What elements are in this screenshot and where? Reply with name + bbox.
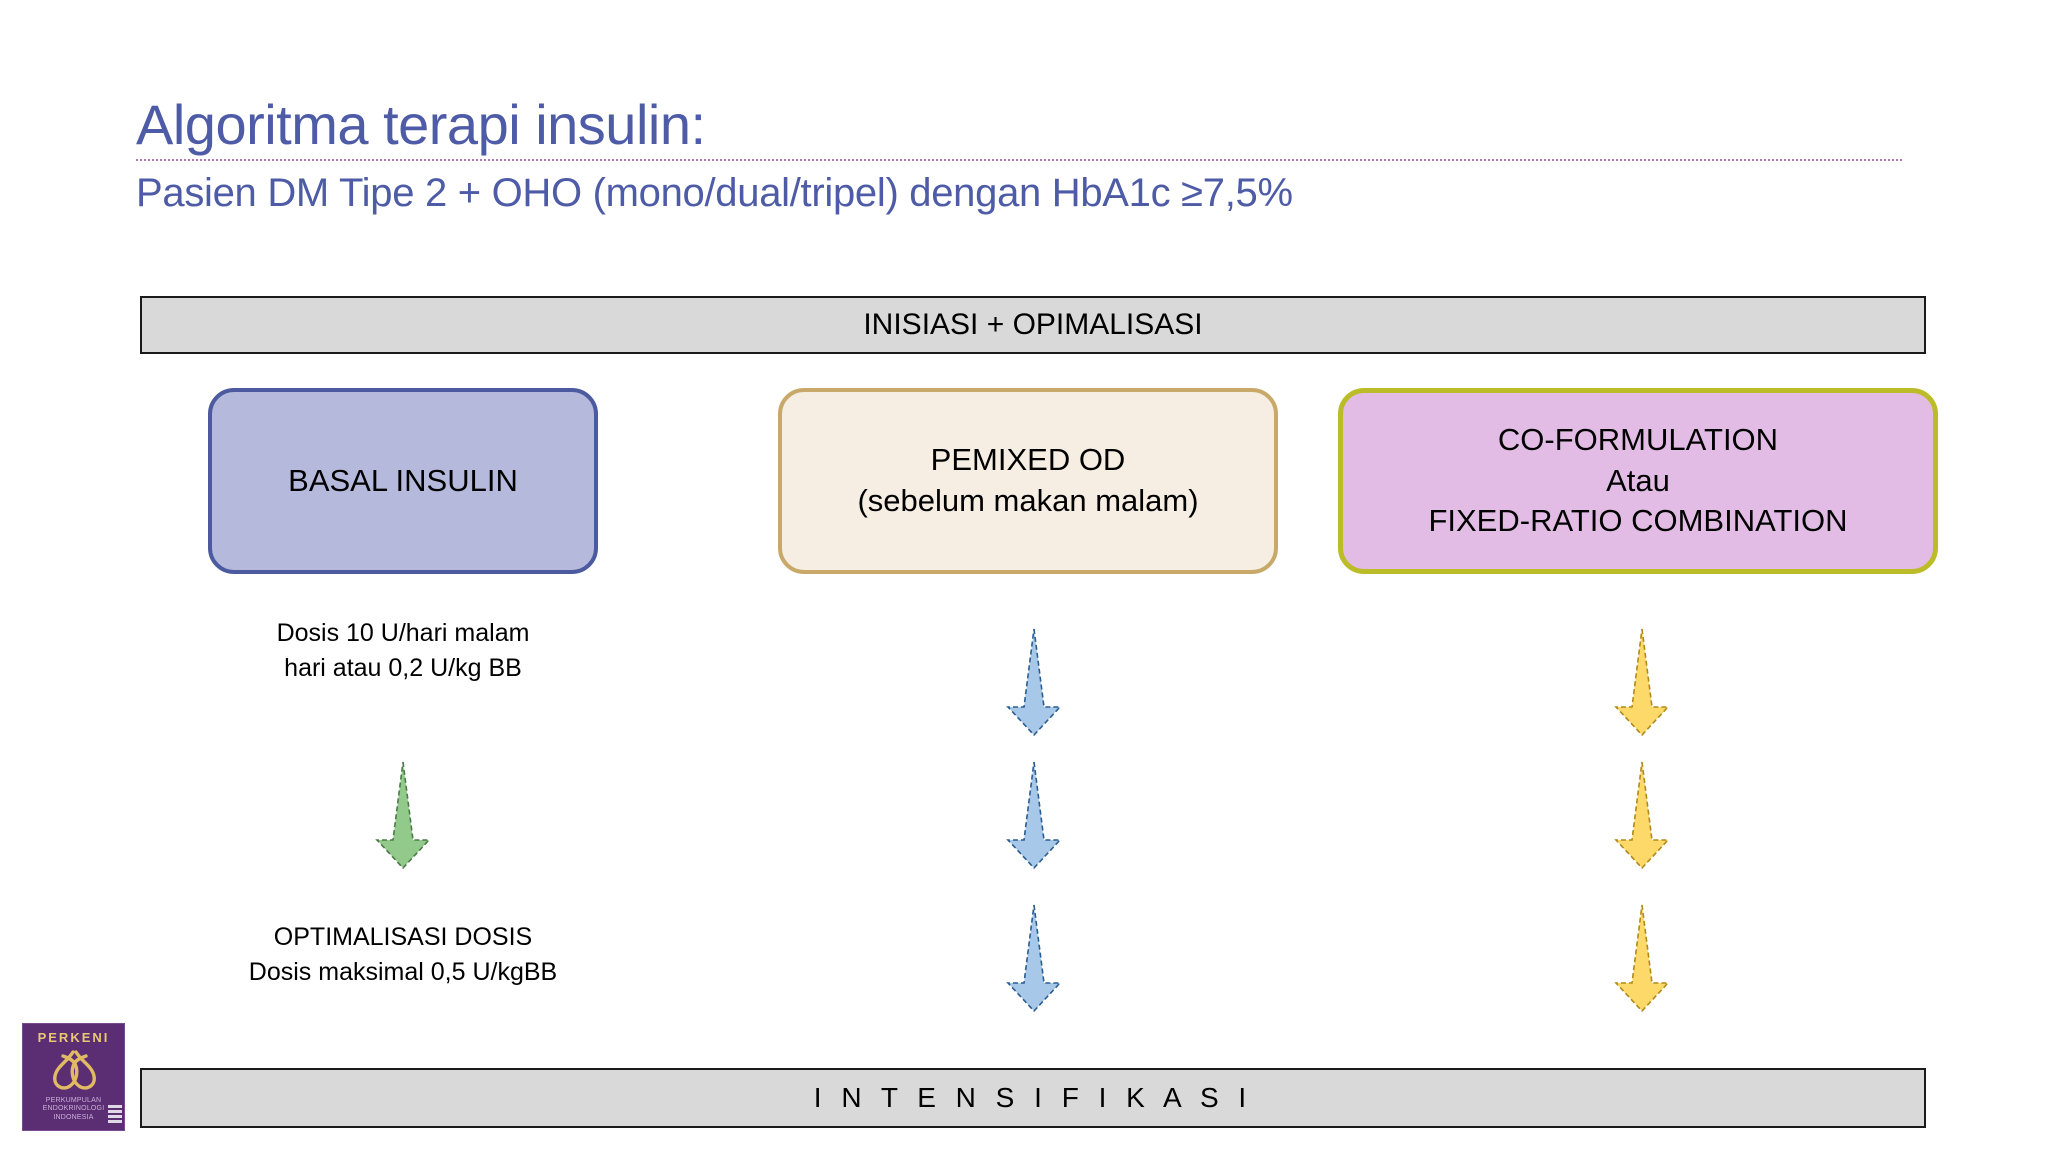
- arrow-down-coformulation-3: [1608, 903, 1676, 1013]
- option-coformulation-line-3: FIXED-RATIO COMBINATION: [1428, 503, 1848, 539]
- caption-dose-line-1: Dosis 10 U/hari malam: [276, 619, 530, 647]
- arrow-down-basal-1: [369, 760, 437, 870]
- arrow-down-coformulation-2: [1608, 760, 1676, 870]
- page-subtitle: Pasien DM Tipe 2 + OHO (mono/dual/tripel…: [136, 170, 1293, 215]
- arrow-down-premixed-2: [1000, 760, 1068, 870]
- arrow-down-premixed-3: [1000, 903, 1068, 1013]
- caption-starting-dose: Dosis 10 U/hari malam hari atau 0,2 U/kg…: [208, 616, 598, 686]
- banner-top-label: INISIASI + OPIMALISASI: [863, 308, 1203, 341]
- perkeni-subtext-line-1: PERKUMPULAN: [45, 1097, 102, 1104]
- perkeni-subtext-line-2: ENDOKRINOLOGI: [42, 1105, 105, 1113]
- caption-dose-line-2: hari atau 0,2 U/kg BB: [284, 654, 522, 682]
- arrow-down-coformulation-1: [1608, 627, 1676, 737]
- banner-inisiasi-optimalisasi: INISIASI + OPIMALISASI: [140, 296, 1926, 354]
- option-box-premixed-od[interactable]: PEMIXED OD (sebelum makan malam): [778, 388, 1278, 574]
- caption-optimization-line-2: Dosis maksimal 0,5 U/kgBB: [248, 958, 558, 986]
- option-premixed-line-2: (sebelum makan malam): [857, 483, 1199, 518]
- caption-optimization-line-1: OPTIMALISASI DOSIS: [273, 923, 533, 951]
- arrow-down-premixed-1: [1000, 627, 1068, 737]
- page-title: Algoritma terapi insulin:: [136, 93, 706, 156]
- perkeni-subtext: PERKUMPULAN ENDOKRINOLOGI INDONESIA: [43, 1097, 105, 1122]
- perkeni-emblem-icon: [43, 1046, 105, 1096]
- option-coformulation-line-2: Atau: [1606, 462, 1670, 498]
- option-box-basal-insulin[interactable]: BASAL INSULIN: [208, 388, 598, 574]
- perkeni-logo: PERKENI PERKUMPULAN ENDOKRINOLOGI INDONE…: [22, 1023, 125, 1131]
- banner-intensifikasi: I N T E N S I F I K A S I: [140, 1068, 1926, 1128]
- banner-bottom-label: I N T E N S I F I K A S I: [813, 1082, 1253, 1113]
- option-basal-line-1: BASAL INSULIN: [288, 462, 518, 498]
- perkeni-bars-decoration: [108, 1105, 122, 1125]
- title-divider: [136, 158, 1902, 161]
- option-box-co-formulation[interactable]: CO-FORMULATION Atau FIXED-RATIO COMBINAT…: [1338, 388, 1938, 574]
- option-premixed-line-1: PEMIXED OD: [930, 442, 1126, 478]
- perkeni-wordmark: PERKENI: [37, 1030, 110, 1045]
- caption-dose-optimization: OPTIMALISASI DOSIS Dosis maksimal 0,5 U/…: [208, 920, 598, 990]
- title-block: Algoritma terapi insulin: Pasien DM Tipe…: [136, 93, 1936, 216]
- perkeni-subtext-line-3: INDONESIA: [53, 1113, 94, 1121]
- option-coformulation-line-1: CO-FORMULATION: [1497, 421, 1779, 457]
